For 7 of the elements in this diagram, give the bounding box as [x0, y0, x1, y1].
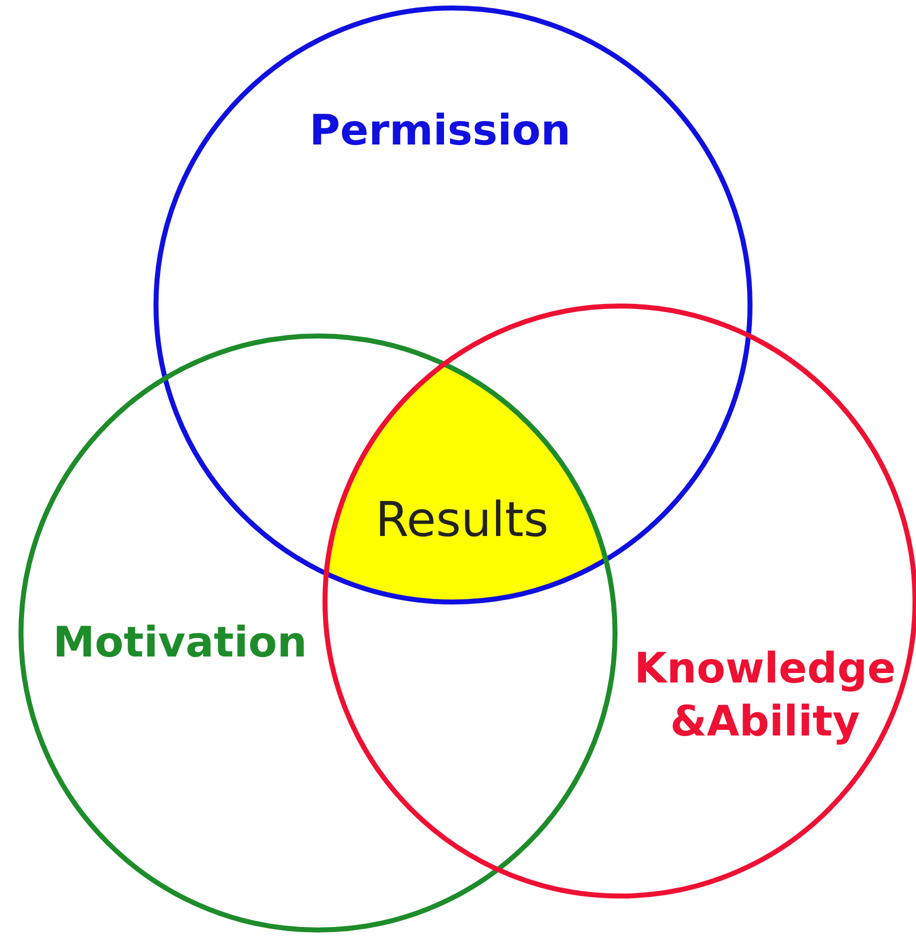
- circle-label: Knowledge &Ability: [633, 642, 897, 747]
- venn-circle: [153, 5, 753, 605]
- circle-label: Results: [375, 492, 549, 548]
- overlap-region: [326, 364, 606, 602]
- circle-label: Motivation: [52, 618, 308, 666]
- venn-circle: [18, 333, 618, 933]
- circle-label: Permission: [309, 106, 571, 154]
